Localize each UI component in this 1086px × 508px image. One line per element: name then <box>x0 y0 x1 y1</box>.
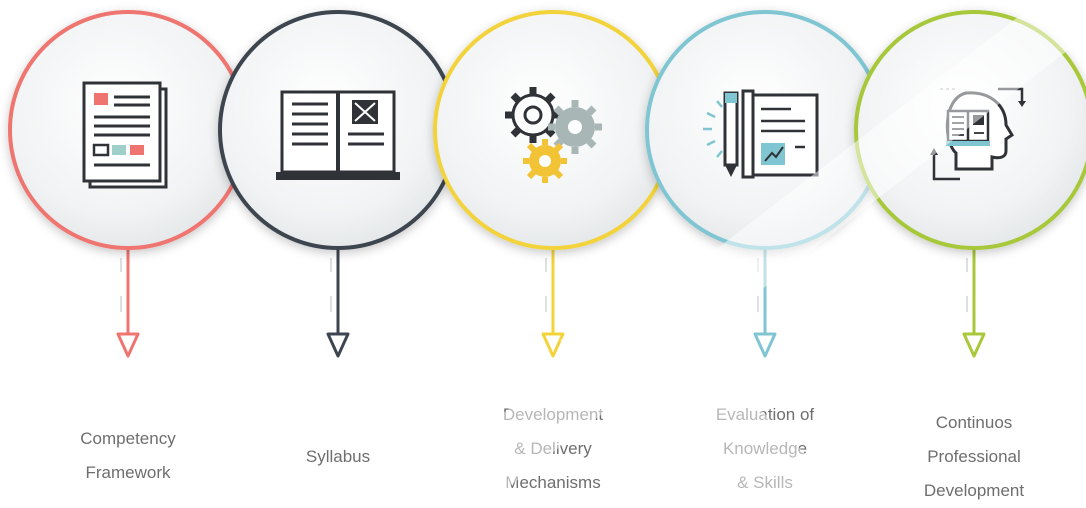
step-1-label-line: Competency <box>80 429 176 448</box>
step-3-arrow <box>541 246 565 358</box>
step-1-label-line: Framework <box>85 463 171 482</box>
step-4-arrow <box>753 246 777 358</box>
step-2-label-line: Syllabus <box>305 447 371 466</box>
step-3-label-line: Mechanisms <box>505 473 601 492</box>
step-2-arrow <box>326 246 350 358</box>
step-5-arrow <box>962 246 986 358</box>
open-book-icon <box>276 90 400 180</box>
step-3-label-line: Development <box>502 405 604 424</box>
step-2-label: Syllabus <box>238 440 438 474</box>
document-icon <box>82 81 168 189</box>
step-5-label-line: Professional <box>927 447 1021 466</box>
step-4-label-line: Evaluation of <box>715 405 815 424</box>
step-1-arrow <box>116 246 140 358</box>
step-5-label-line: Development <box>923 481 1025 500</box>
step-4-label-line: Knowledge <box>722 439 808 458</box>
step-3-label-line: & Delivery <box>514 439 592 458</box>
step-4-label-line: & Skills <box>737 473 793 492</box>
step-5-label-line: Continuos <box>935 413 1013 432</box>
step-4-label: Evaluation of Knowledge & Skills <box>665 398 865 500</box>
